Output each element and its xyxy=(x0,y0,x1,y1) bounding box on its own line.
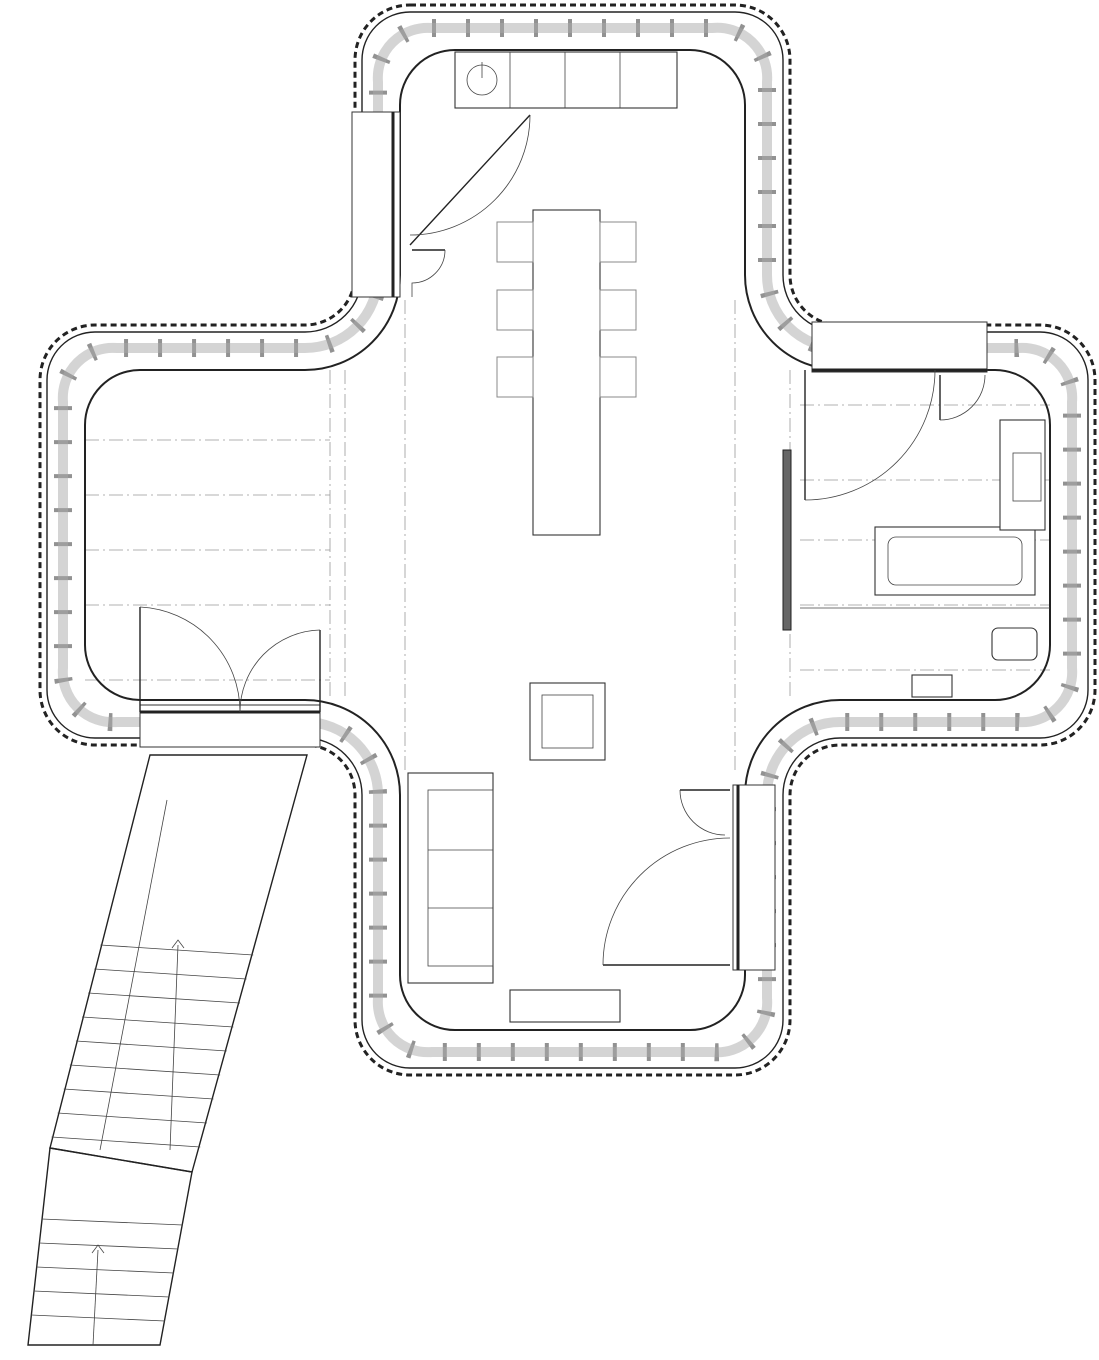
stair-tread xyxy=(33,1290,170,1298)
sliding-partition xyxy=(782,449,792,631)
stair-tread xyxy=(75,1040,227,1052)
door-swing-icon[interactable] xyxy=(409,114,531,246)
stair-arrow-icon xyxy=(91,1244,105,1346)
dining-chairs xyxy=(496,221,637,398)
kitchen-counter xyxy=(454,51,678,109)
stair-tread xyxy=(51,1136,201,1148)
stair-tread xyxy=(36,1266,174,1274)
sofa xyxy=(407,772,494,984)
tv-bench xyxy=(509,989,621,1023)
bathtub xyxy=(874,526,1036,596)
door-swing-icon[interactable] xyxy=(139,606,321,713)
door-swing-icon[interactable] xyxy=(602,789,731,966)
washbasin xyxy=(911,674,953,698)
window-right-wing xyxy=(811,321,988,373)
stairs xyxy=(27,754,308,1346)
stair-tread xyxy=(57,1112,207,1124)
stair-tread xyxy=(82,1016,234,1028)
stair-tread xyxy=(63,1088,214,1100)
stair-tread xyxy=(88,992,241,1004)
window-bottom-right xyxy=(732,784,776,971)
stair-tread xyxy=(39,1242,179,1250)
furniture xyxy=(407,51,1050,1023)
doors xyxy=(139,114,986,966)
stair-arrow-icon xyxy=(169,939,185,1151)
door-swing-icon[interactable] xyxy=(411,249,446,297)
stair-tread xyxy=(94,968,247,980)
stair-tread xyxy=(41,1218,183,1226)
stair-tread xyxy=(30,1314,166,1322)
toilet xyxy=(991,627,1038,661)
stair-tread xyxy=(100,944,254,956)
door-swing-icon[interactable] xyxy=(804,369,986,501)
openings xyxy=(139,111,988,971)
armchair xyxy=(529,682,606,761)
dining-table xyxy=(532,209,601,536)
shower xyxy=(999,419,1046,531)
stair-tread xyxy=(69,1064,221,1076)
